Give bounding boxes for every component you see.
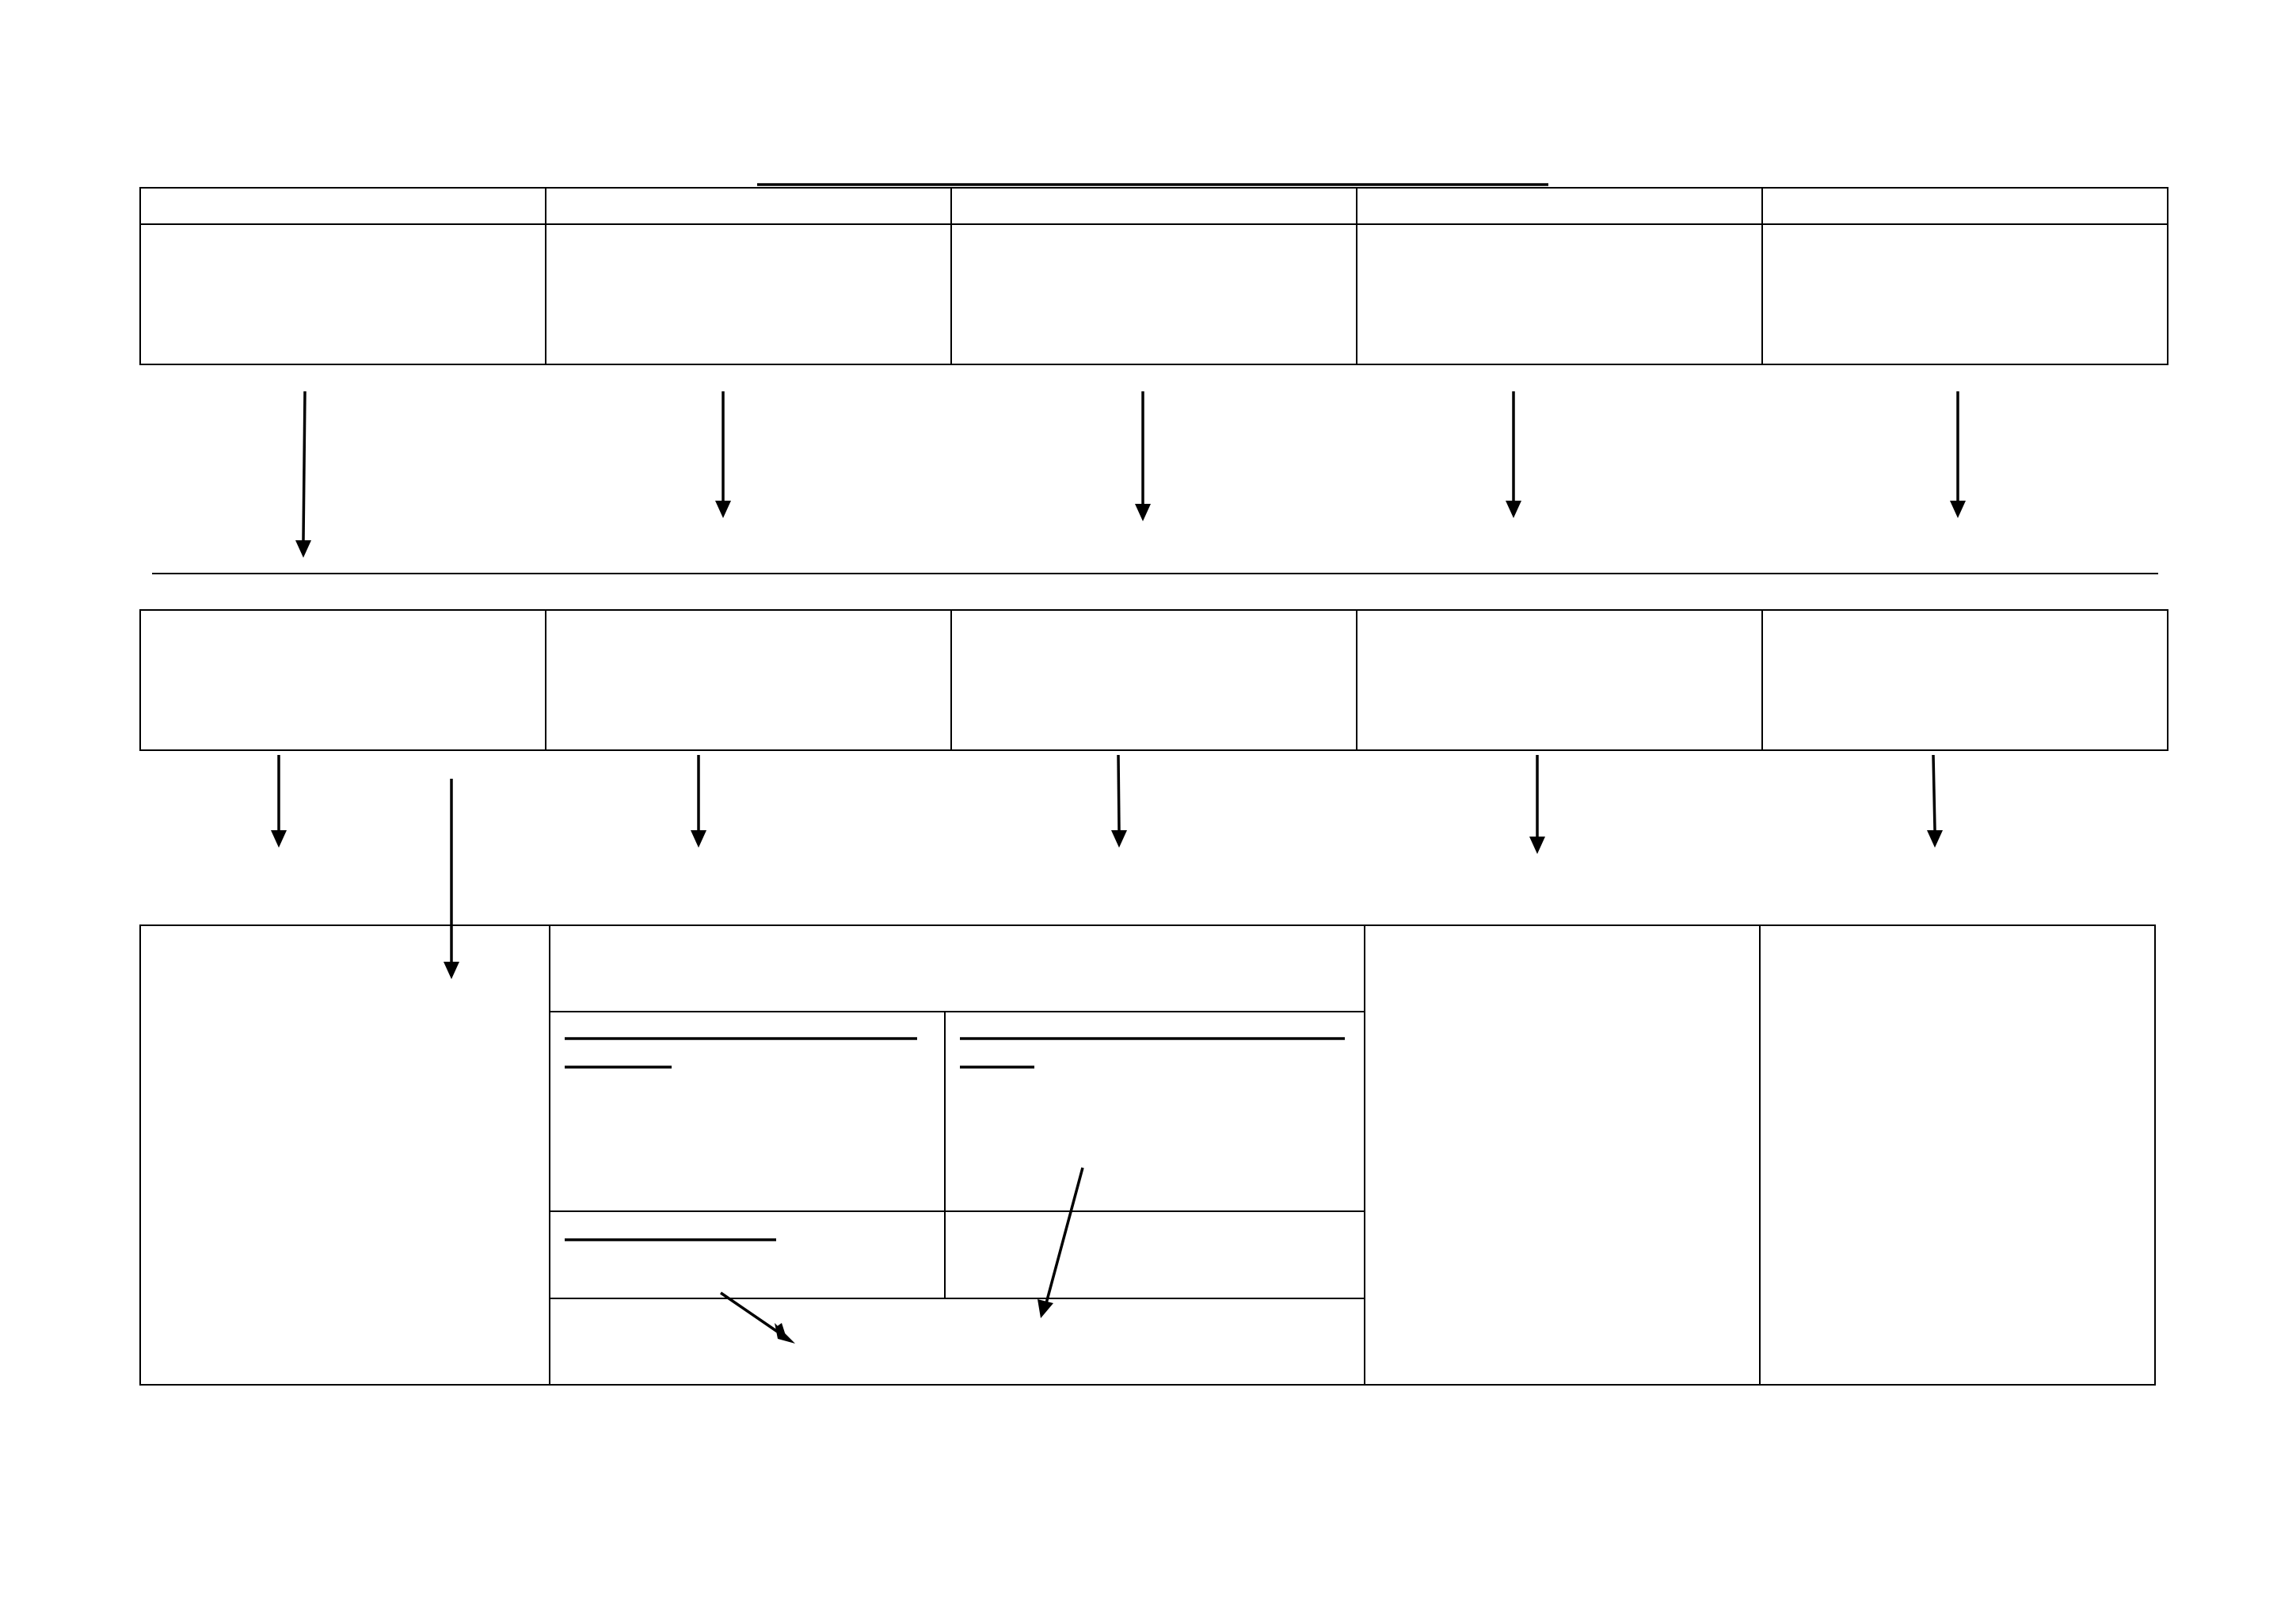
down-arrow [1111,754,1127,848]
arrows-row1-to-row2 [295,391,1966,558]
down-arrow [691,755,706,848]
row3-outer-frame [139,924,2156,1386]
diagonal-arrow [1038,1167,1084,1318]
down-arrow [271,755,287,848]
down-arrow [1927,754,1943,848]
row2-outer-frame [139,609,2168,751]
diagonal-arrow [720,1291,795,1344]
down-arrow [1529,755,1545,854]
row2-table [139,609,2168,751]
down-arrow [1135,391,1151,521]
down-arrow [715,391,731,518]
row1-outer-frame [139,187,2168,365]
down-arrow [1950,391,1966,518]
arrows-row2-to-row3 [271,754,1943,979]
row1-table [139,187,2168,365]
down-arrow [295,391,311,558]
row3-table [139,924,2156,1386]
down-arrow [1506,391,1521,518]
down-arrow [444,779,459,979]
